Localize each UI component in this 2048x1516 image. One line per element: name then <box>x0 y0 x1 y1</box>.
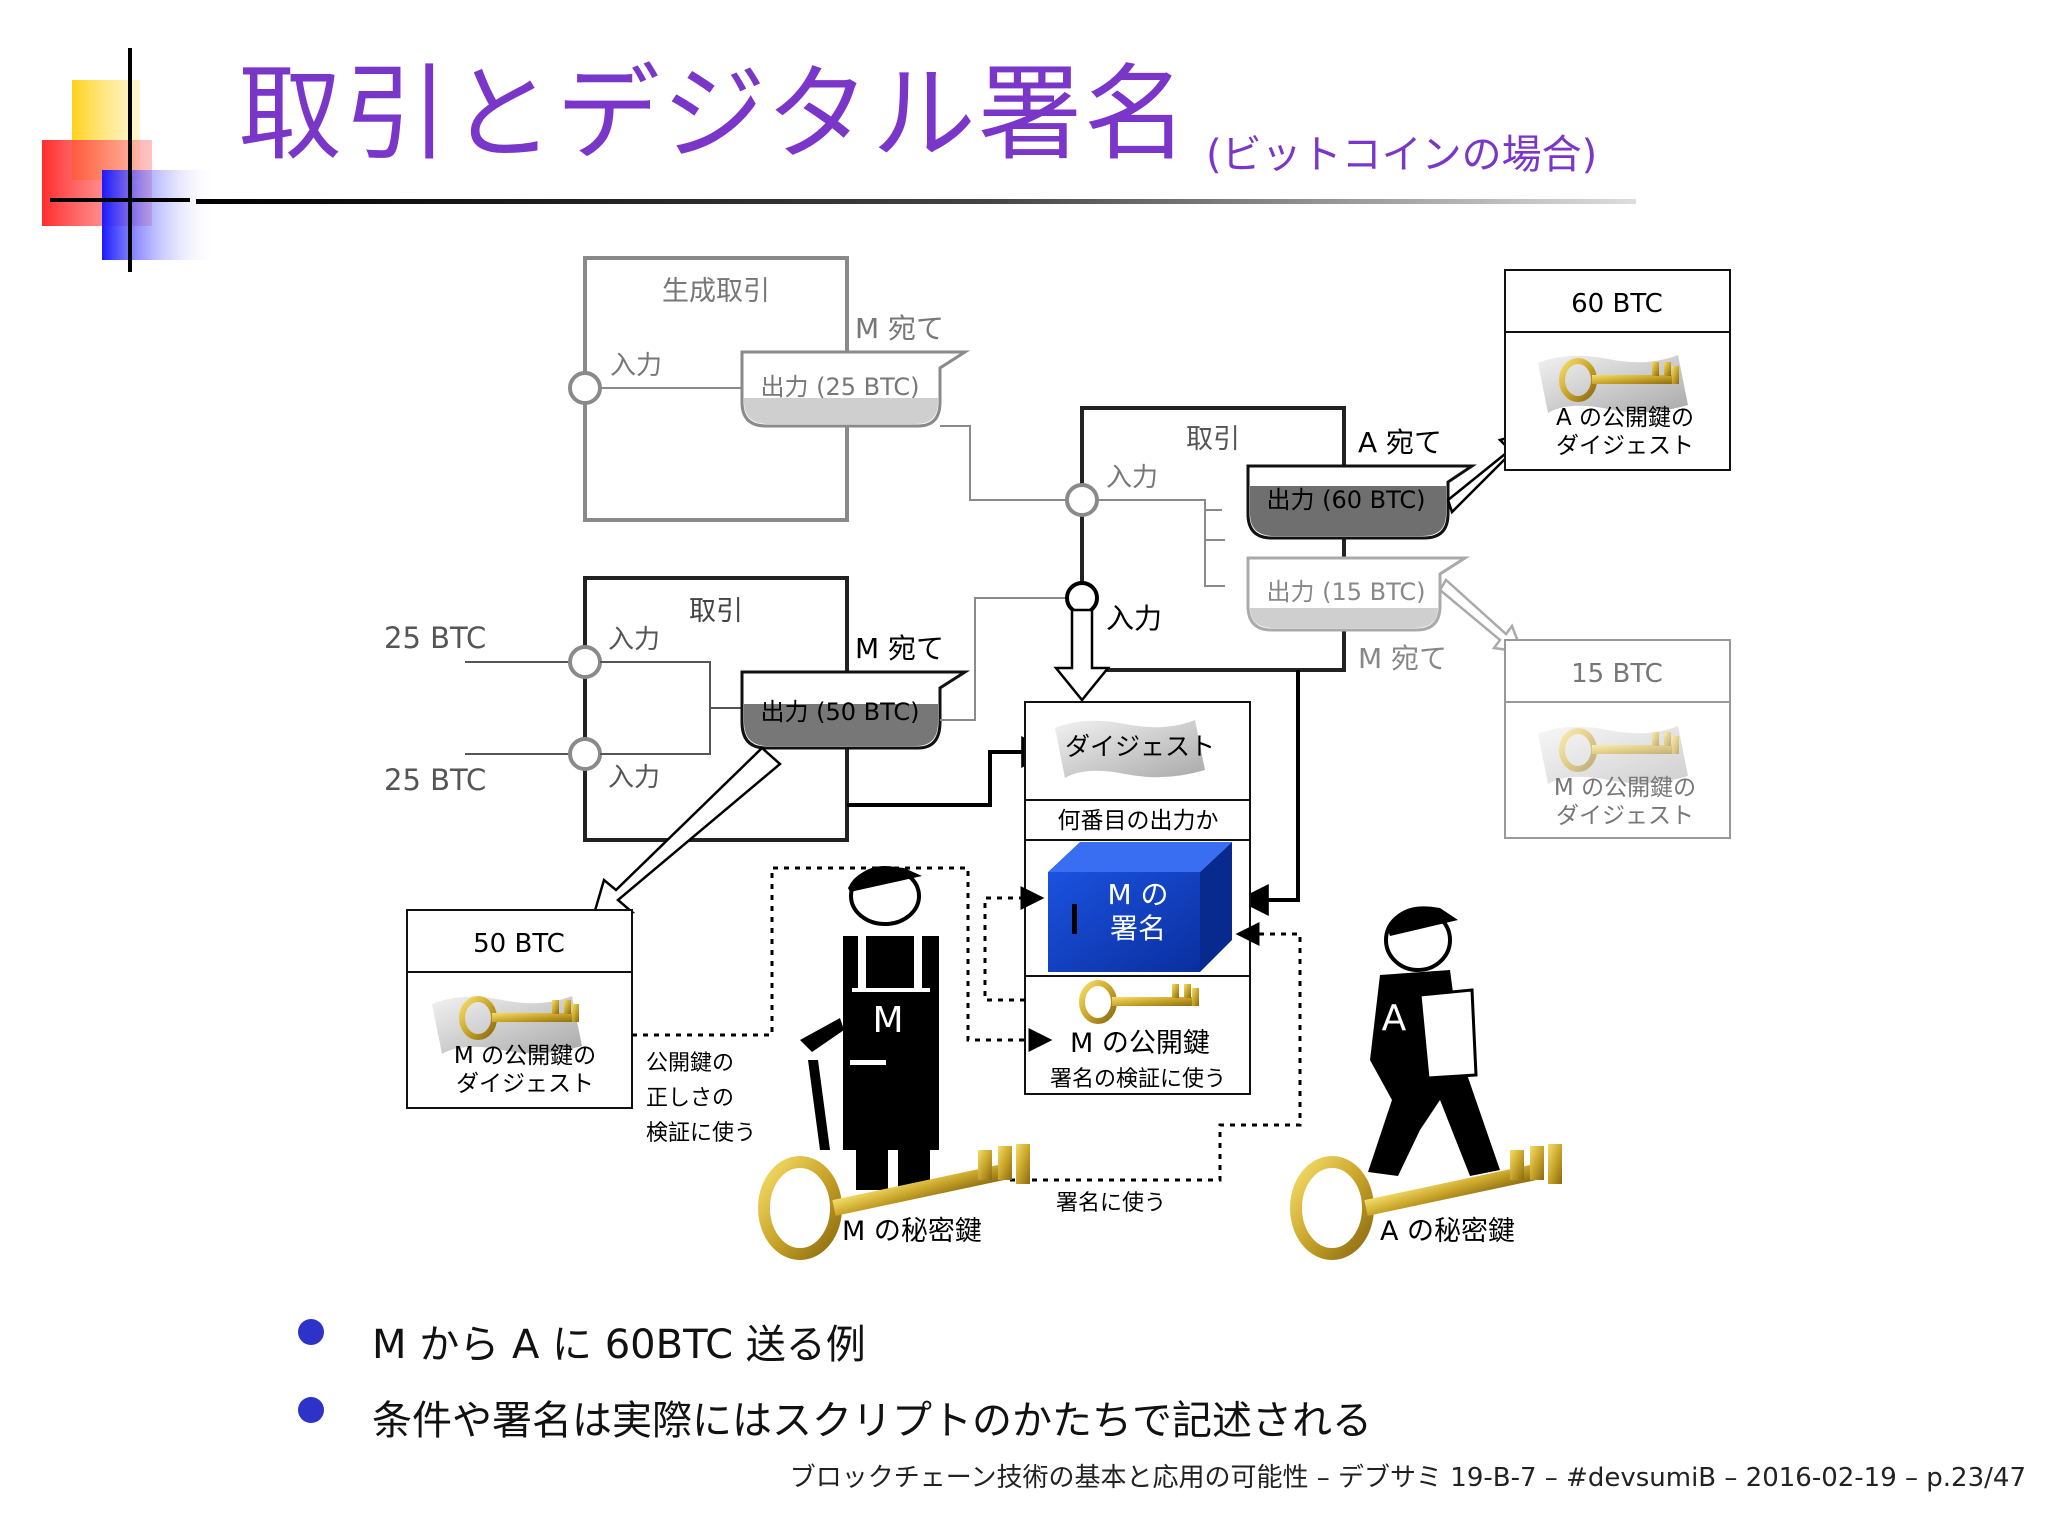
right-tx-input-label-2: 入力 <box>1106 602 1162 635</box>
a-badge: A <box>1382 998 1407 1039</box>
sig-digest-label: ダイジェスト <box>1065 732 1215 761</box>
slide-logo <box>42 48 217 272</box>
slide-title: 取引とデジタル署名 <box>238 53 1190 175</box>
left-tx-input-amount-2: 25 BTC <box>384 763 486 797</box>
right-tx-dest-1-label: A 宛て <box>1358 426 1442 459</box>
right-tx-dest-2-label: M 宛て <box>1358 642 1447 675</box>
person-a: A A の秘密鍵 <box>1296 906 1562 1254</box>
box-50-amount: 50 BTC <box>473 929 565 959</box>
left-tx-dest-label: M 宛て <box>855 632 944 665</box>
right-tx-output-2-label: 出力 (15 BTC) <box>1267 578 1426 606</box>
box-60-amount: 60 BTC <box>1571 289 1663 319</box>
gen-tx-title: 生成取引 <box>662 276 770 307</box>
signature-input-block: ダイジェスト 何番目の出力か M の 署名 M の公開鍵 署名の検証に使う <box>1024 701 1251 1095</box>
gen-tx-output-label: 出力 (25 BTC) <box>761 373 920 401</box>
person-m: M M の秘密鍵 <box>764 866 1030 1254</box>
note-pubkey-line-2: 正しさの <box>646 1086 734 1111</box>
dotted-connectors <box>632 866 1302 1182</box>
box-60-label-2: ダイジェスト <box>1556 433 1694 459</box>
box-15-label-1: M の公開鍵の <box>1554 775 1696 801</box>
sig-signature-line-1: M の <box>1107 878 1168 911</box>
gen-tx-input-label: 入力 <box>610 351 662 381</box>
left-tx-input-amount-1: 25 BTC <box>384 621 486 655</box>
left-tx-input-port-2 <box>568 737 602 771</box>
sig-signature-line-2: 署名 <box>1110 912 1166 945</box>
right-tx-input-port-2 <box>1065 581 1099 615</box>
note-sign-label: 署名に使う <box>1056 1191 1166 1216</box>
box-15-amount: 15 BTC <box>1571 659 1663 689</box>
gen-tx-input-port <box>568 371 602 405</box>
slide-subtitle: (ビットコインの場合) <box>1206 132 1598 178</box>
generation-transaction: 生成取引 入力 出力 (25 BTC) M 宛て <box>568 256 1080 522</box>
left-tx-input-label-1: 入力 <box>608 625 660 655</box>
left-tx-output-label: 出力 (50 BTC) <box>761 698 920 726</box>
left-transaction: 取引 25 BTC 25 BTC 入力 入力 出力 (50 BTC) M 宛て <box>384 576 1080 842</box>
title-rule <box>196 199 1636 204</box>
sig-which-output-label: 何番目の出力か <box>1058 808 1219 834</box>
box-15btc: 15 BTC M の公開鍵の ダイジェスト <box>1504 639 1731 839</box>
right-tx-input-port-1 <box>1065 483 1099 517</box>
note-pubkey-line-1: 公開鍵の <box>646 1051 734 1076</box>
box-60btc: 60 BTC A の公開鍵の ダイジェスト <box>1504 269 1731 471</box>
right-tx-output-1-label: 出力 (60 BTC) <box>1267 486 1426 514</box>
note-pubkey-line-3: 検証に使う <box>646 1121 756 1146</box>
gen-tx-dest-label: M 宛て <box>855 312 944 345</box>
bullet-2: 条件や署名は実際にはスクリプトのかたちで記述される <box>372 1398 1372 1444</box>
m-badge: M <box>872 1000 903 1041</box>
right-tx-input-label-1: 入力 <box>1106 463 1158 493</box>
right-transaction: 取引 入力 入力 出力 (60 BTC) A 宛て 出力 (15 BTC) M … <box>1065 406 1530 916</box>
bullet-marker-1 <box>298 1319 324 1345</box>
m-private-key-label: M の秘密鍵 <box>842 1216 982 1247</box>
slide-footer: ブロックチェーン技術の基本と応用の可能性 – デブサミ 19-B-7 – #de… <box>789 1463 2026 1493</box>
sig-pubkey-note: 署名の検証に使う <box>1050 1067 1226 1092</box>
bullet-1: M から A に 60BTC 送る例 <box>372 1322 866 1368</box>
box-50btc: 50 BTC M の公開鍵の ダイジェスト <box>406 909 633 1109</box>
left-tx-title: 取引 <box>689 596 743 627</box>
left-tx-input-port-1 <box>568 645 602 679</box>
a-private-key-label: A の秘密鍵 <box>1380 1216 1515 1247</box>
box-50-label-1: M の公開鍵の <box>454 1043 596 1069</box>
bullet-marker-2 <box>298 1397 324 1423</box>
sig-pubkey-label: M の公開鍵 <box>1070 1028 1210 1059</box>
box-50-label-2: ダイジェスト <box>456 1071 594 1097</box>
box-60-label-1: A の公開鍵の <box>1556 405 1694 431</box>
left-tx-input-label-2: 入力 <box>608 763 660 793</box>
right-tx-title: 取引 <box>1186 424 1240 455</box>
box-15-label-2: ダイジェスト <box>1556 803 1694 829</box>
